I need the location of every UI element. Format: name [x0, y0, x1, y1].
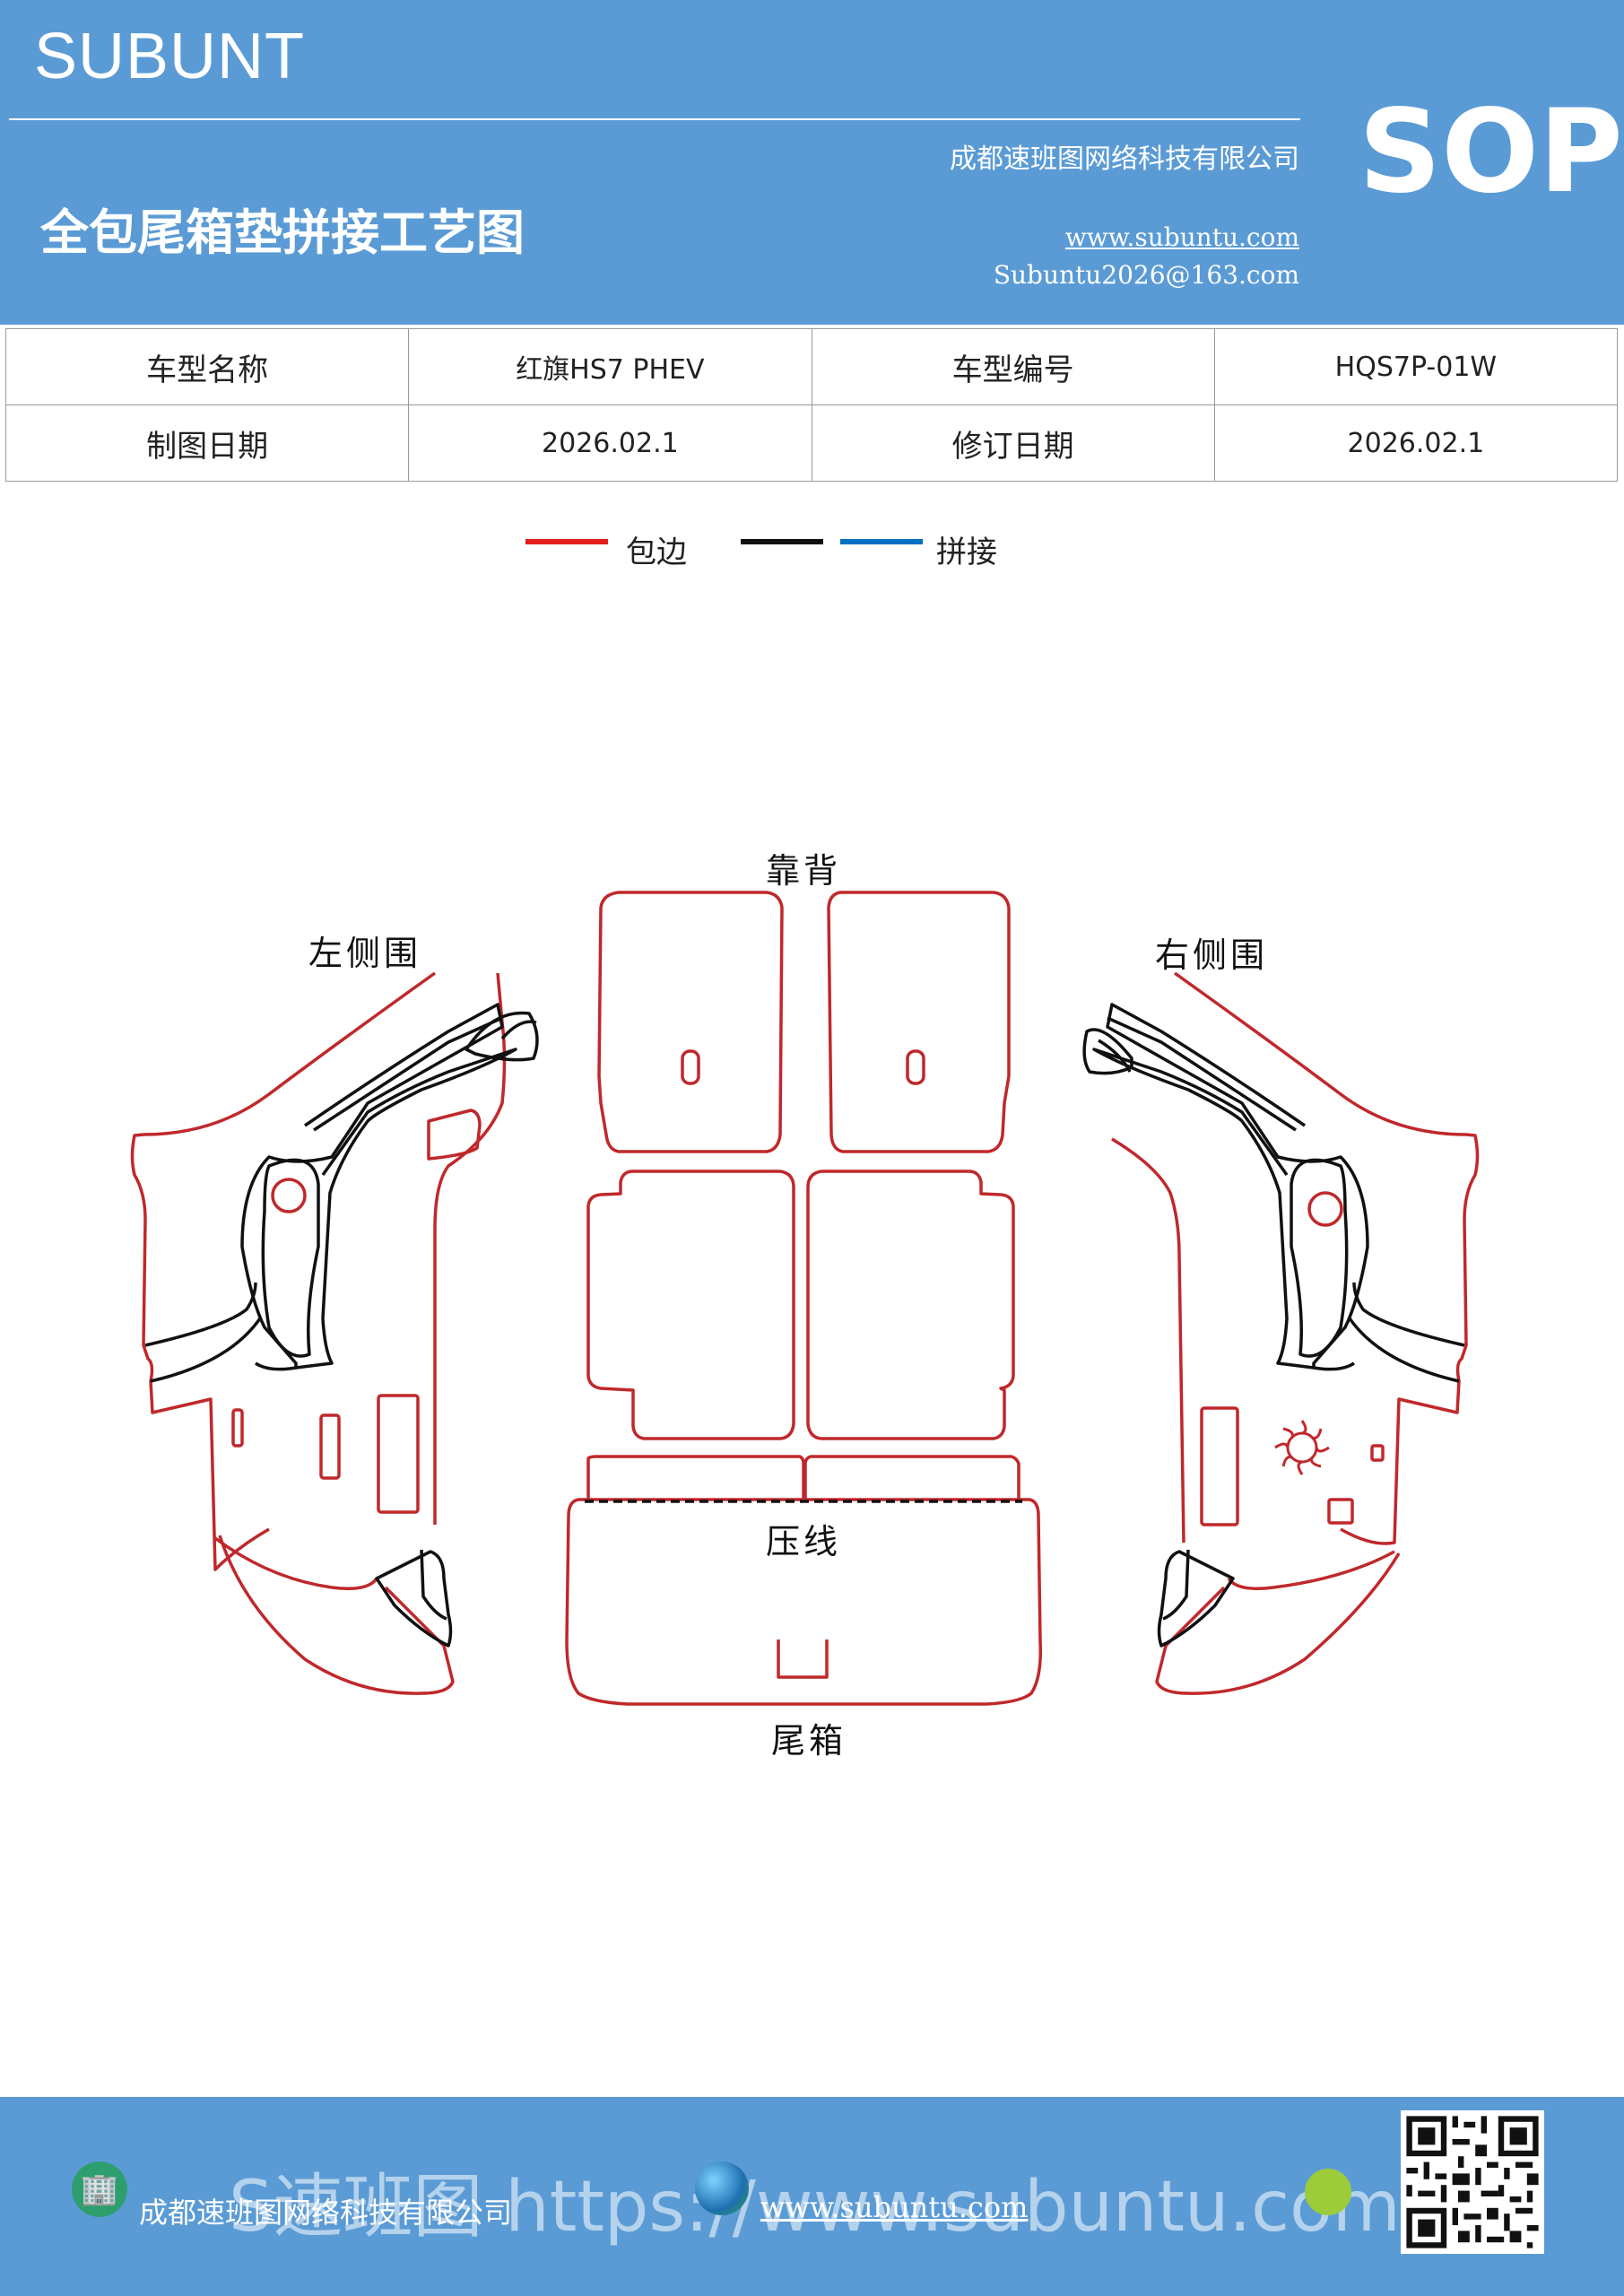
- left-side-seam-f: [295, 1048, 517, 1370]
- brand-logo: SUBUNT: [34, 21, 306, 92]
- backrest-lower-right-panel: [806, 1170, 1015, 1440]
- left-side-seam-b: [313, 1016, 503, 1132]
- model-name-value: 红旗HS7 PHEV: [408, 328, 812, 405]
- header-company: 成都速班图网络科技有限公司: [950, 144, 1299, 175]
- legend-seam-label: 拼接: [936, 535, 997, 570]
- right-side-panel-edge: [1173, 971, 1480, 1545]
- left-side-label: 左侧围: [308, 934, 422, 973]
- backrest-right-slot: [906, 1049, 925, 1085]
- right-side-hook: [1082, 1028, 1133, 1075]
- right-side-seam-a: [1106, 1003, 1369, 1371]
- left-side-vent: [427, 1109, 482, 1161]
- model-code-value: HQS7P-01W: [1213, 328, 1619, 405]
- revision-date-label: 修订日期: [811, 404, 1215, 482]
- trunk-label: 尾箱: [771, 1721, 847, 1761]
- left-side-seam-g: [375, 1550, 453, 1648]
- legend: 包边 拼接: [0, 529, 1624, 570]
- table-row: 制图日期 2026.02.1 修订日期 2026.02.1: [4, 404, 1619, 482]
- right-side-rear-edge: [1111, 1137, 1185, 1544]
- left-side-seam-h: [420, 1549, 447, 1621]
- right-side-slot-c: [1327, 1498, 1354, 1525]
- right-side-hole: [1307, 1191, 1343, 1227]
- footer-banner: S速班图 https://www.subuntu.com 🏢 成都速班图网络科技…: [0, 2097, 1624, 2296]
- header-website-link[interactable]: www.subuntu.com: [1064, 222, 1299, 252]
- backrest-label: 靠背: [766, 851, 842, 891]
- wechat-icon: [1305, 2169, 1351, 2215]
- building-icon: 🏢: [72, 2161, 127, 2217]
- trunk-main-panel: [565, 1498, 1043, 1706]
- footer-company: 成都速班图网络科技有限公司: [139, 2196, 513, 2230]
- legend-seam-swatch-blue: [840, 539, 923, 544]
- left-side-bottom-piece: [218, 1535, 455, 1695]
- left-side-seam-d: [150, 1317, 262, 1383]
- right-side-seam-g: [1157, 1550, 1235, 1648]
- left-side-hook: [465, 1011, 539, 1062]
- left-side-panel-edge: [130, 971, 437, 1571]
- header-divider: [9, 118, 1300, 120]
- model-name-label: 车型名称: [4, 328, 410, 405]
- left-side-lower-edge: [213, 1536, 378, 1590]
- left-side-seam-a: [240, 1003, 504, 1371]
- right-side-lower-edge: [1227, 1550, 1395, 1590]
- info-table: 车型名称 红旗HS7 PHEV 车型编号 HQS7P-01W 制图日期 2026…: [4, 328, 1619, 482]
- trunk-flap-left: [586, 1455, 805, 1500]
- right-side-seam-e: [1290, 1158, 1349, 1358]
- header-banner: SUBUNT SOP 成都速班图网络科技有限公司 全包尾箱垫拼接工艺图 www.…: [0, 0, 1624, 325]
- left-side-seam-c: [144, 1282, 257, 1347]
- right-side-seam-f: [1092, 1048, 1315, 1370]
- draw-date-value: 2026.02.1: [408, 404, 812, 482]
- footer-watermark: S速班图 https://www.subuntu.com: [229, 2167, 1401, 2248]
- right-side-seam-c: [1352, 1282, 1465, 1347]
- right-side-hook-inner: [1098, 1039, 1132, 1073]
- legend-edge-label: 包边: [626, 535, 687, 570]
- right-side-label: 右侧围: [1155, 935, 1269, 975]
- right-side-slot-b: [1370, 1444, 1385, 1462]
- left-side-hook-inner: [500, 1020, 537, 1040]
- left-side-slot-c: [377, 1394, 420, 1514]
- header-email: Subuntu2026@163.com: [993, 260, 1299, 290]
- legend-seam-swatch-black: [741, 539, 823, 544]
- right-side-star-logo: [1274, 1420, 1330, 1475]
- backrest-left-slot: [681, 1049, 700, 1085]
- right-side-bottom-piece: [1155, 1552, 1401, 1695]
- left-side-slot-a: [231, 1408, 244, 1448]
- right-side-seam-h: [1162, 1549, 1190, 1621]
- legend-edge-swatch: [525, 539, 608, 544]
- backrest-upper-right-panel: [827, 891, 1011, 1153]
- footer-website-link[interactable]: www.subuntu.com: [760, 2190, 1029, 2224]
- right-side-slot-a: [1200, 1406, 1239, 1526]
- table-row: 车型名称 红旗HS7 PHEV 车型编号 HQS7P-01W: [4, 328, 1619, 405]
- left-side-seam-e: [261, 1158, 320, 1358]
- draw-date-label: 制图日期: [4, 404, 410, 482]
- backrest-lower-left-panel: [586, 1170, 795, 1440]
- qr-code-icon: [1401, 2110, 1544, 2254]
- document-title: 全包尾箱垫拼接工艺图: [40, 204, 525, 261]
- globe-icon: [695, 2161, 749, 2215]
- left-side-slot-b: [319, 1413, 341, 1480]
- left-side-hole: [271, 1178, 307, 1213]
- trunk-notch: [777, 1639, 829, 1679]
- revision-date-value: 2026.02.1: [1213, 404, 1619, 482]
- right-side-seam-d: [1348, 1317, 1460, 1383]
- crease-label: 压线: [766, 1522, 842, 1561]
- right-side-seam-b: [1107, 1016, 1297, 1132]
- backrest-upper-left-panel: [597, 891, 784, 1153]
- trunk-flap-right: [803, 1455, 1020, 1500]
- model-code-label: 车型编号: [811, 328, 1215, 405]
- sop-label: SOP: [1359, 85, 1623, 219]
